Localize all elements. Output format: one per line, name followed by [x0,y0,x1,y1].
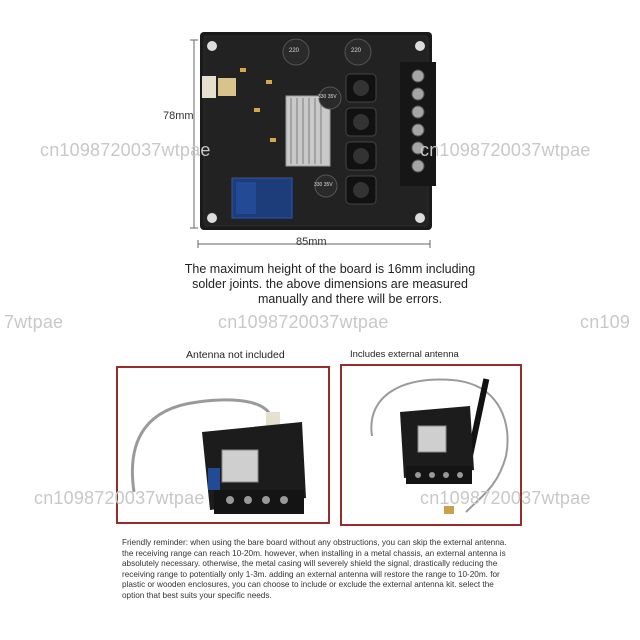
caption-line-2: solder joints. the above dimensions are … [192,277,468,291]
board-with-antenna-illustration [370,378,509,514]
caption-line-1: The maximum height of the board is 16mm … [184,262,476,276]
board-caption: The maximum height of the board is 16mm … [130,262,530,307]
watermark-middle-right: cn109 [580,312,631,332]
watermark-bottom-right: cn1098720037wtpae [420,488,591,508]
panel-with-antenna [340,364,522,526]
watermark-middle: cn1098720037wtpae [218,312,389,332]
panel-no-antenna [116,366,330,524]
cap-label-top-right: 220 [351,48,362,54]
left-panel-title: Antenna not included [186,349,285,361]
cap-label-mid: 330 35V [318,94,337,100]
height-dimension-label: 78mm [163,110,194,122]
watermark-top-right: cn1098720037wtpae [420,140,591,160]
watermark-middle-left: 7wtpae [4,312,64,332]
cap-label-bottom: 330 35V [314,182,333,188]
board-illustration [190,32,436,248]
board-no-antenna-illustration [130,398,306,514]
cap-label-top-left: 220 [289,48,300,54]
caption-line-3: manually and there will be errors. [257,292,443,306]
friendly-reminder: Friendly reminder: when using the bare b… [122,538,507,600]
board-photo [150,18,470,253]
watermark-bottom-left: cn1098720037wtpae [34,488,205,508]
right-panel-title: Includes external antenna [350,349,459,360]
width-dimension-label: 85mm [296,236,327,248]
watermark-top: cn1098720037wtpae [40,140,211,160]
